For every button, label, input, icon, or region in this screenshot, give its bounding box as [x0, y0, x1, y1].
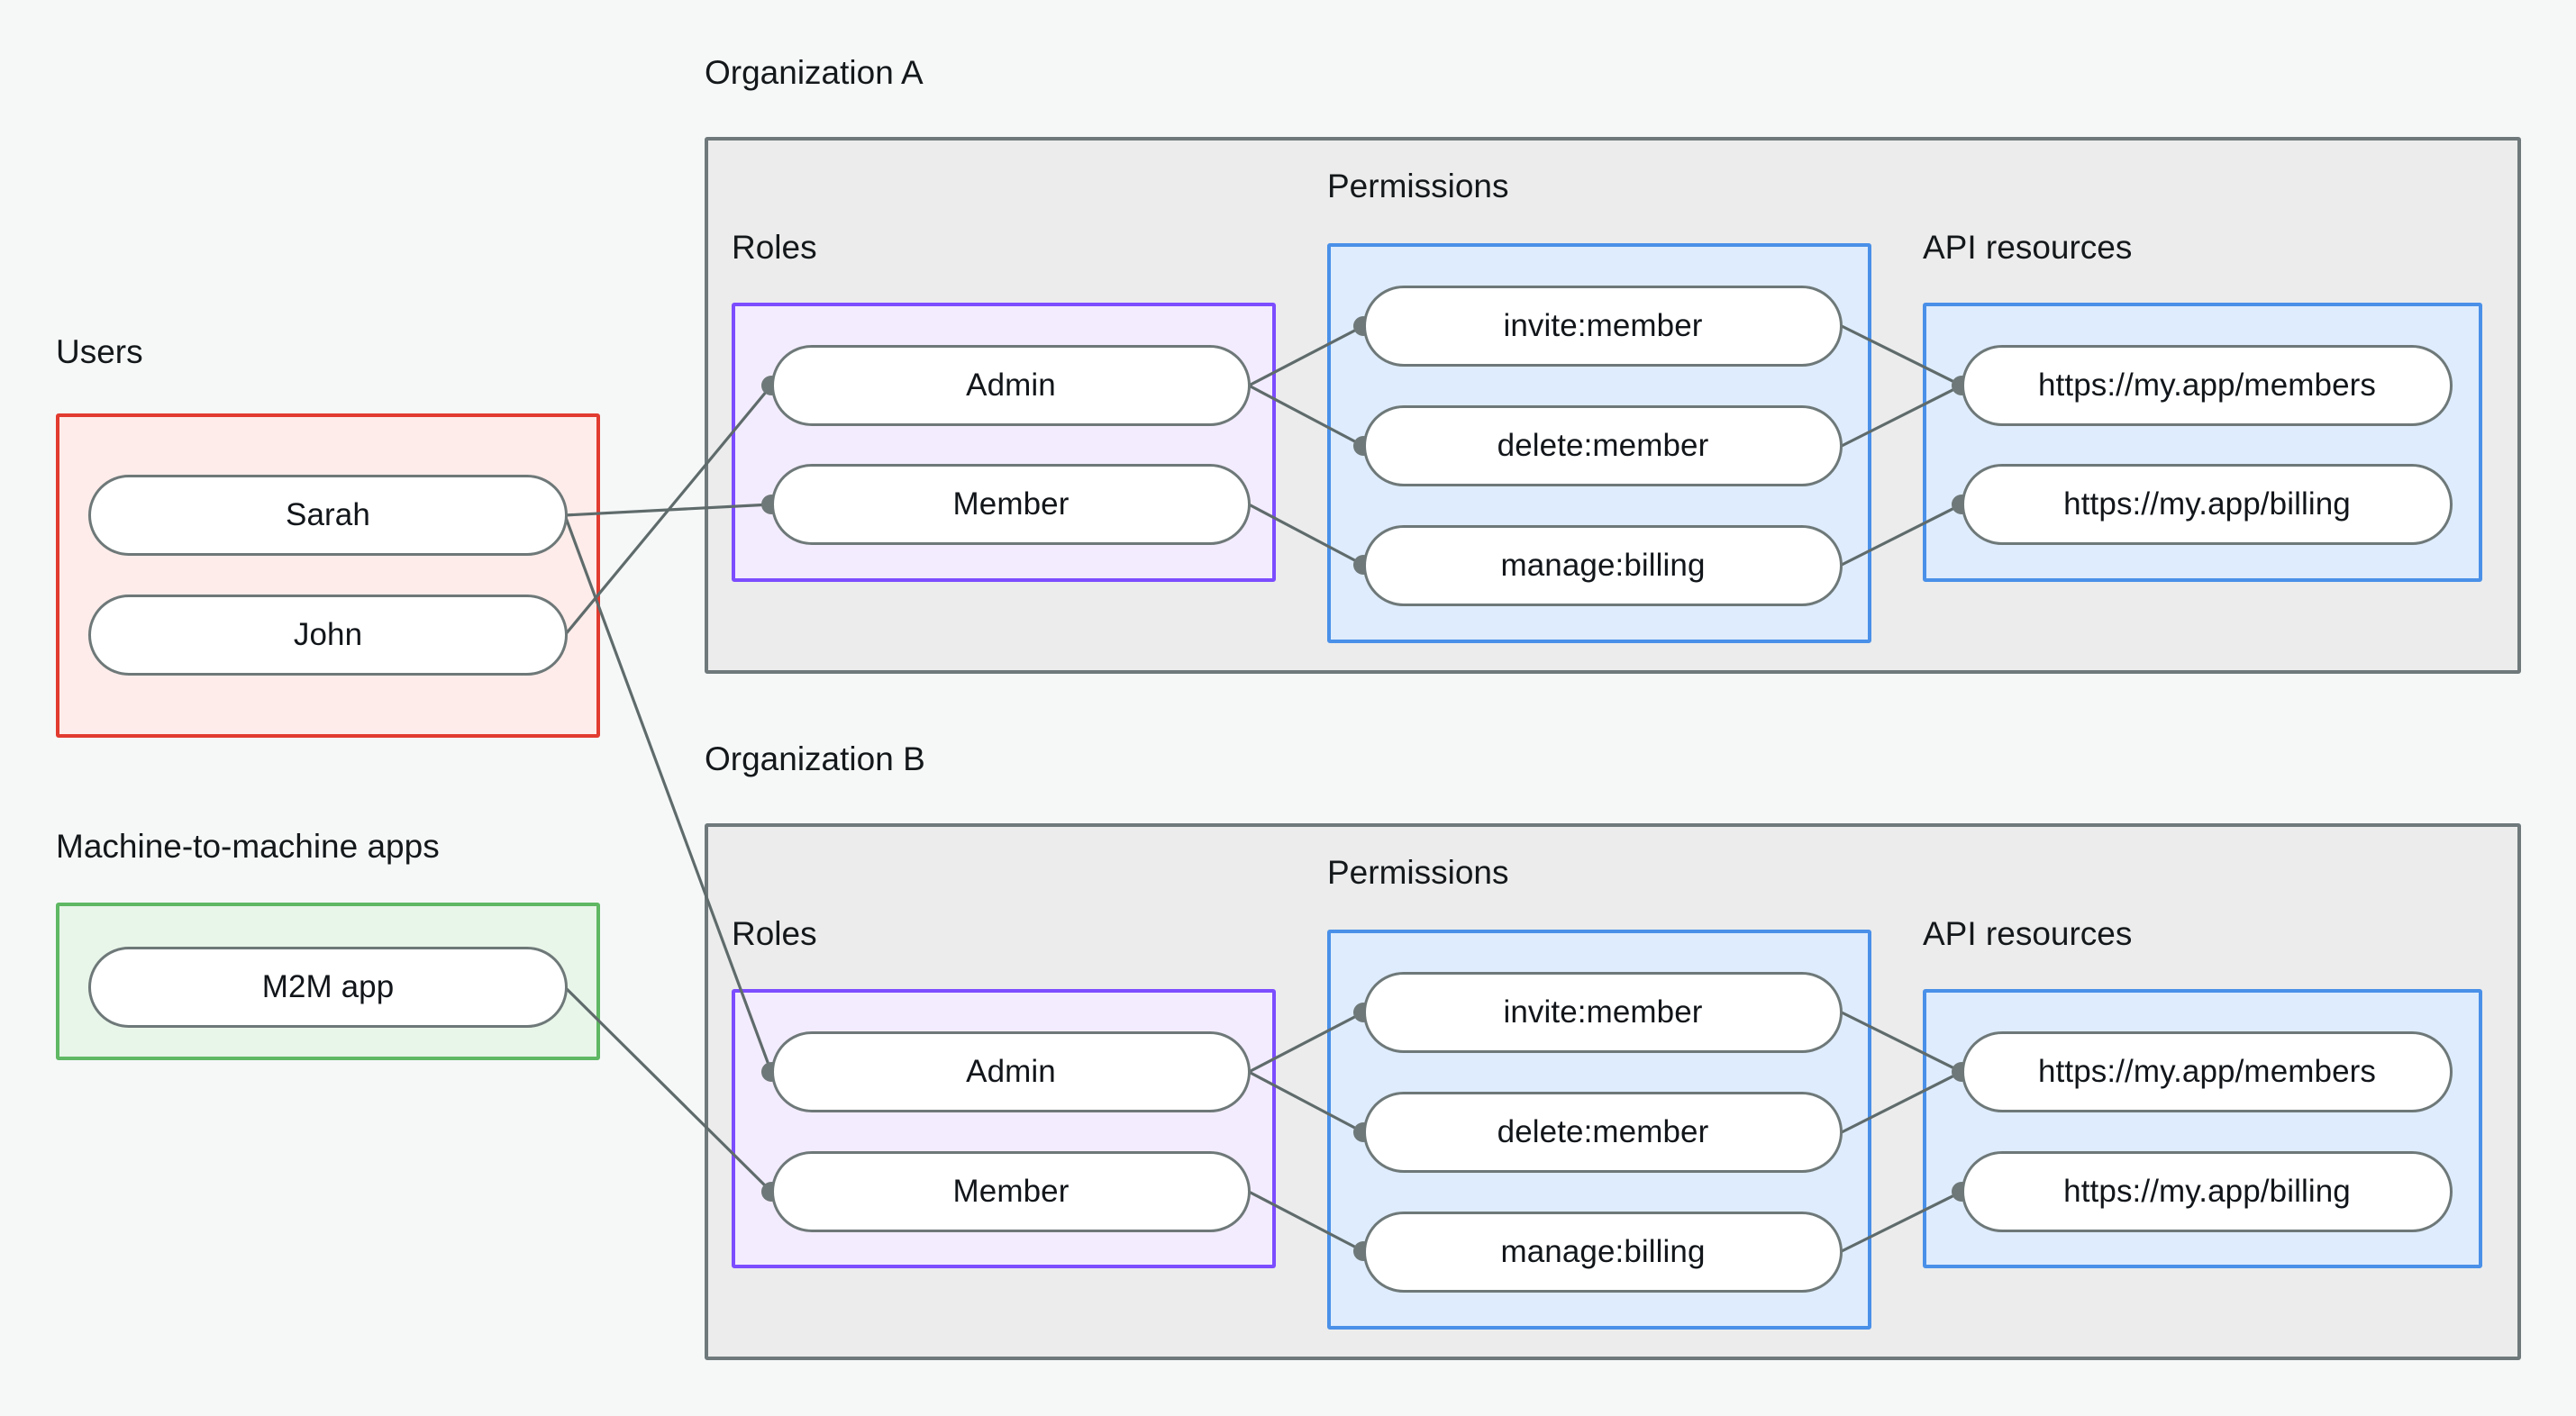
organization-b-permission-delete-member[interactable]: delete:member: [1363, 1092, 1843, 1173]
organization-b-api-resources-caption: API resources: [1923, 915, 2133, 952]
user-node-john[interactable]: John: [88, 595, 568, 676]
organization-b-caption: Organization B: [705, 740, 925, 777]
organization-b-permissions-caption: Permissions: [1327, 854, 1509, 891]
organization-b-api-resource-members[interactable]: https://my.app/members: [1962, 1031, 2453, 1112]
organization-b-permission-manage-billing[interactable]: manage:billing: [1363, 1212, 1843, 1293]
organization-a-permissions-caption: Permissions: [1327, 168, 1509, 204]
user-node-sarah[interactable]: Sarah: [88, 475, 568, 556]
organization-b-permission-invite-member[interactable]: invite:member: [1363, 972, 1843, 1053]
organization-a-roles-caption: Roles: [732, 229, 817, 266]
m2m-node-app[interactable]: M2M app: [88, 947, 568, 1028]
organization-a-role-admin[interactable]: Admin: [771, 345, 1251, 426]
organization-a-permission-delete-member[interactable]: delete:member: [1363, 405, 1843, 486]
organization-a-api-resource-billing[interactable]: https://my.app/billing: [1962, 464, 2453, 545]
m2m-caption: Machine-to-machine apps: [56, 828, 440, 865]
organization-b-roles-caption: Roles: [732, 915, 817, 952]
organization-a-caption: Organization A: [705, 54, 924, 91]
organization-a-api-resource-members[interactable]: https://my.app/members: [1962, 345, 2453, 426]
organization-a-api-resources-caption: API resources: [1923, 229, 2133, 266]
organization-a-role-member[interactable]: Member: [771, 464, 1251, 545]
organization-b-api-resource-billing[interactable]: https://my.app/billing: [1962, 1151, 2453, 1232]
organization-a-permission-invite-member[interactable]: invite:member: [1363, 286, 1843, 367]
users-caption: Users: [56, 333, 143, 370]
organization-a-permission-manage-billing[interactable]: manage:billing: [1363, 525, 1843, 606]
users-group: [56, 413, 600, 738]
organization-b-role-member[interactable]: Member: [771, 1151, 1251, 1232]
organization-b-role-admin[interactable]: Admin: [771, 1031, 1251, 1112]
